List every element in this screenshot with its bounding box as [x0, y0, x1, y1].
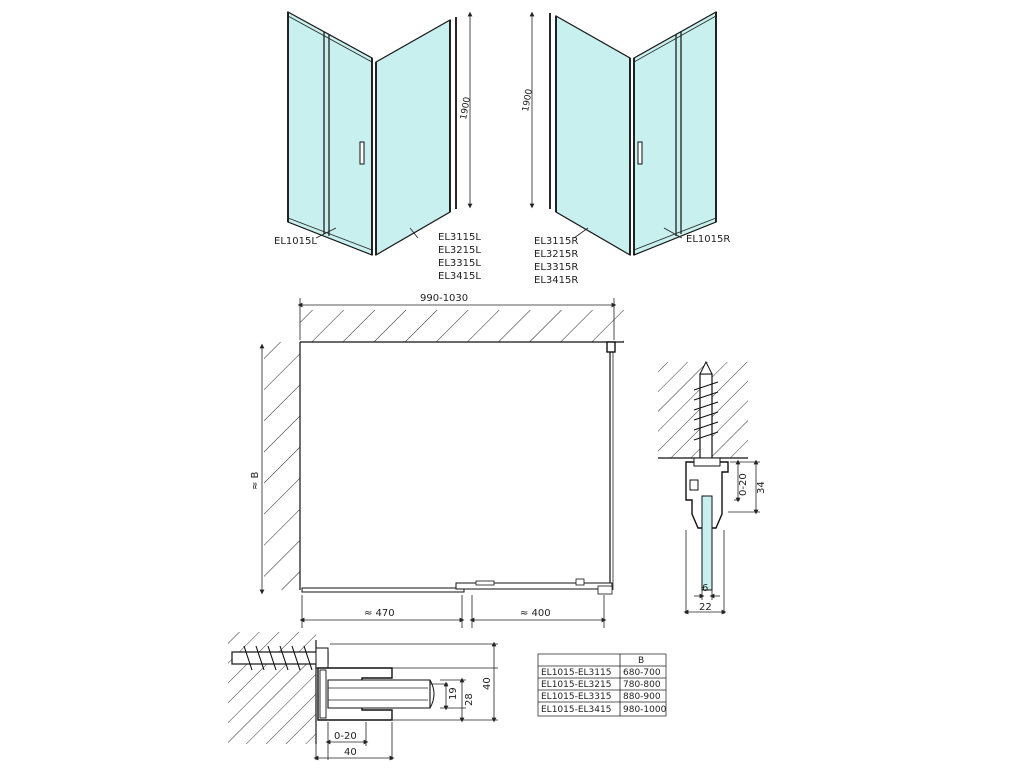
left-height-label: 1900: [459, 96, 473, 121]
right-iso-view: 1900 EL1015R EL3115R EL3215R EL3315R EL3…: [521, 10, 730, 286]
left-panel-label-4: EL3415L: [438, 271, 481, 282]
detail-glass-label: 6: [702, 583, 708, 594]
right-panel-label-1: EL3115R: [534, 236, 578, 247]
detail-glass: [701, 495, 713, 591]
plan-view: 990-1030 ≈ B ≈ 470 ≈ 400: [250, 293, 624, 628]
plan-wall-profile-right: [606, 341, 616, 353]
bottom-d40v-label: 40: [482, 677, 493, 690]
table-row-2-model: EL1015-EL3215: [541, 680, 611, 690]
left-panel-label-2: EL3215L: [438, 245, 481, 256]
plan-fixed-panel: [301, 587, 465, 593]
wall-anchor: [693, 360, 719, 459]
detail-width-label: 22: [699, 602, 712, 613]
plan-depth-label: ≈ B: [250, 471, 261, 490]
right-panel-label-3: EL3315R: [534, 262, 578, 273]
left-door-label: EL1015L: [274, 236, 317, 247]
wall-profile-detail: 0-20 34 6 22: [658, 360, 767, 615]
bottom-d28-label: 28: [464, 693, 475, 706]
right-door-handle: [637, 141, 643, 165]
wall-profile-shape: [685, 461, 729, 529]
table-row-3-b: 880-900: [623, 692, 661, 702]
table-row-1-model: EL1015-EL3115: [541, 668, 611, 678]
size-table: B EL1015-EL3115 680-700 EL1015-EL3215 78…: [537, 653, 667, 717]
plan-fixed-label: ≈ 470: [364, 608, 395, 619]
table-row-1-b: 680-700: [623, 668, 661, 678]
left-door-handle: [359, 141, 365, 165]
bottom-glass: [327, 679, 431, 709]
table-row-3-model: EL1015-EL3315: [541, 692, 611, 702]
right-panel-label-2: EL3215R: [534, 249, 578, 260]
bottom-profile-detail: 19 28 40 0-20 40: [228, 632, 498, 761]
table-row-2-b: 780-800: [623, 680, 661, 690]
left-door-glass: [287, 10, 373, 256]
plan-door-label: ≈ 400: [520, 608, 551, 619]
left-wall-hatch: [264, 342, 300, 590]
bottom-d40h-label: 40: [344, 747, 357, 758]
table-row-4-b: 980-1000: [623, 705, 667, 715]
left-panel-label-3: EL3315L: [438, 258, 481, 269]
bottom-d19-label: 19: [448, 687, 459, 700]
left-iso-view: 1900 EL1015L EL3115L EL3215L EL3315L EL3…: [274, 10, 481, 282]
detail-adjust-label: 0-20: [738, 473, 749, 496]
left-panel-label-1: EL3115L: [438, 232, 481, 243]
table-header-b: B: [638, 656, 644, 666]
right-panel-label-4: EL3415R: [534, 275, 578, 286]
detail-depth-label: 34: [756, 481, 767, 494]
bottom-wall-anchor: [231, 645, 329, 671]
right-height-label: 1900: [521, 88, 535, 113]
bottom-wall-hatch: [228, 632, 316, 744]
table-row-4-model: EL1015-EL3415: [541, 705, 611, 715]
right-door-glass: [633, 10, 717, 256]
plan-width-label: 990-1030: [420, 293, 468, 304]
bottom-adjust-label: 0-20: [334, 731, 357, 742]
top-wall-hatch: [300, 310, 624, 342]
right-door-label: EL1015R: [686, 234, 730, 245]
